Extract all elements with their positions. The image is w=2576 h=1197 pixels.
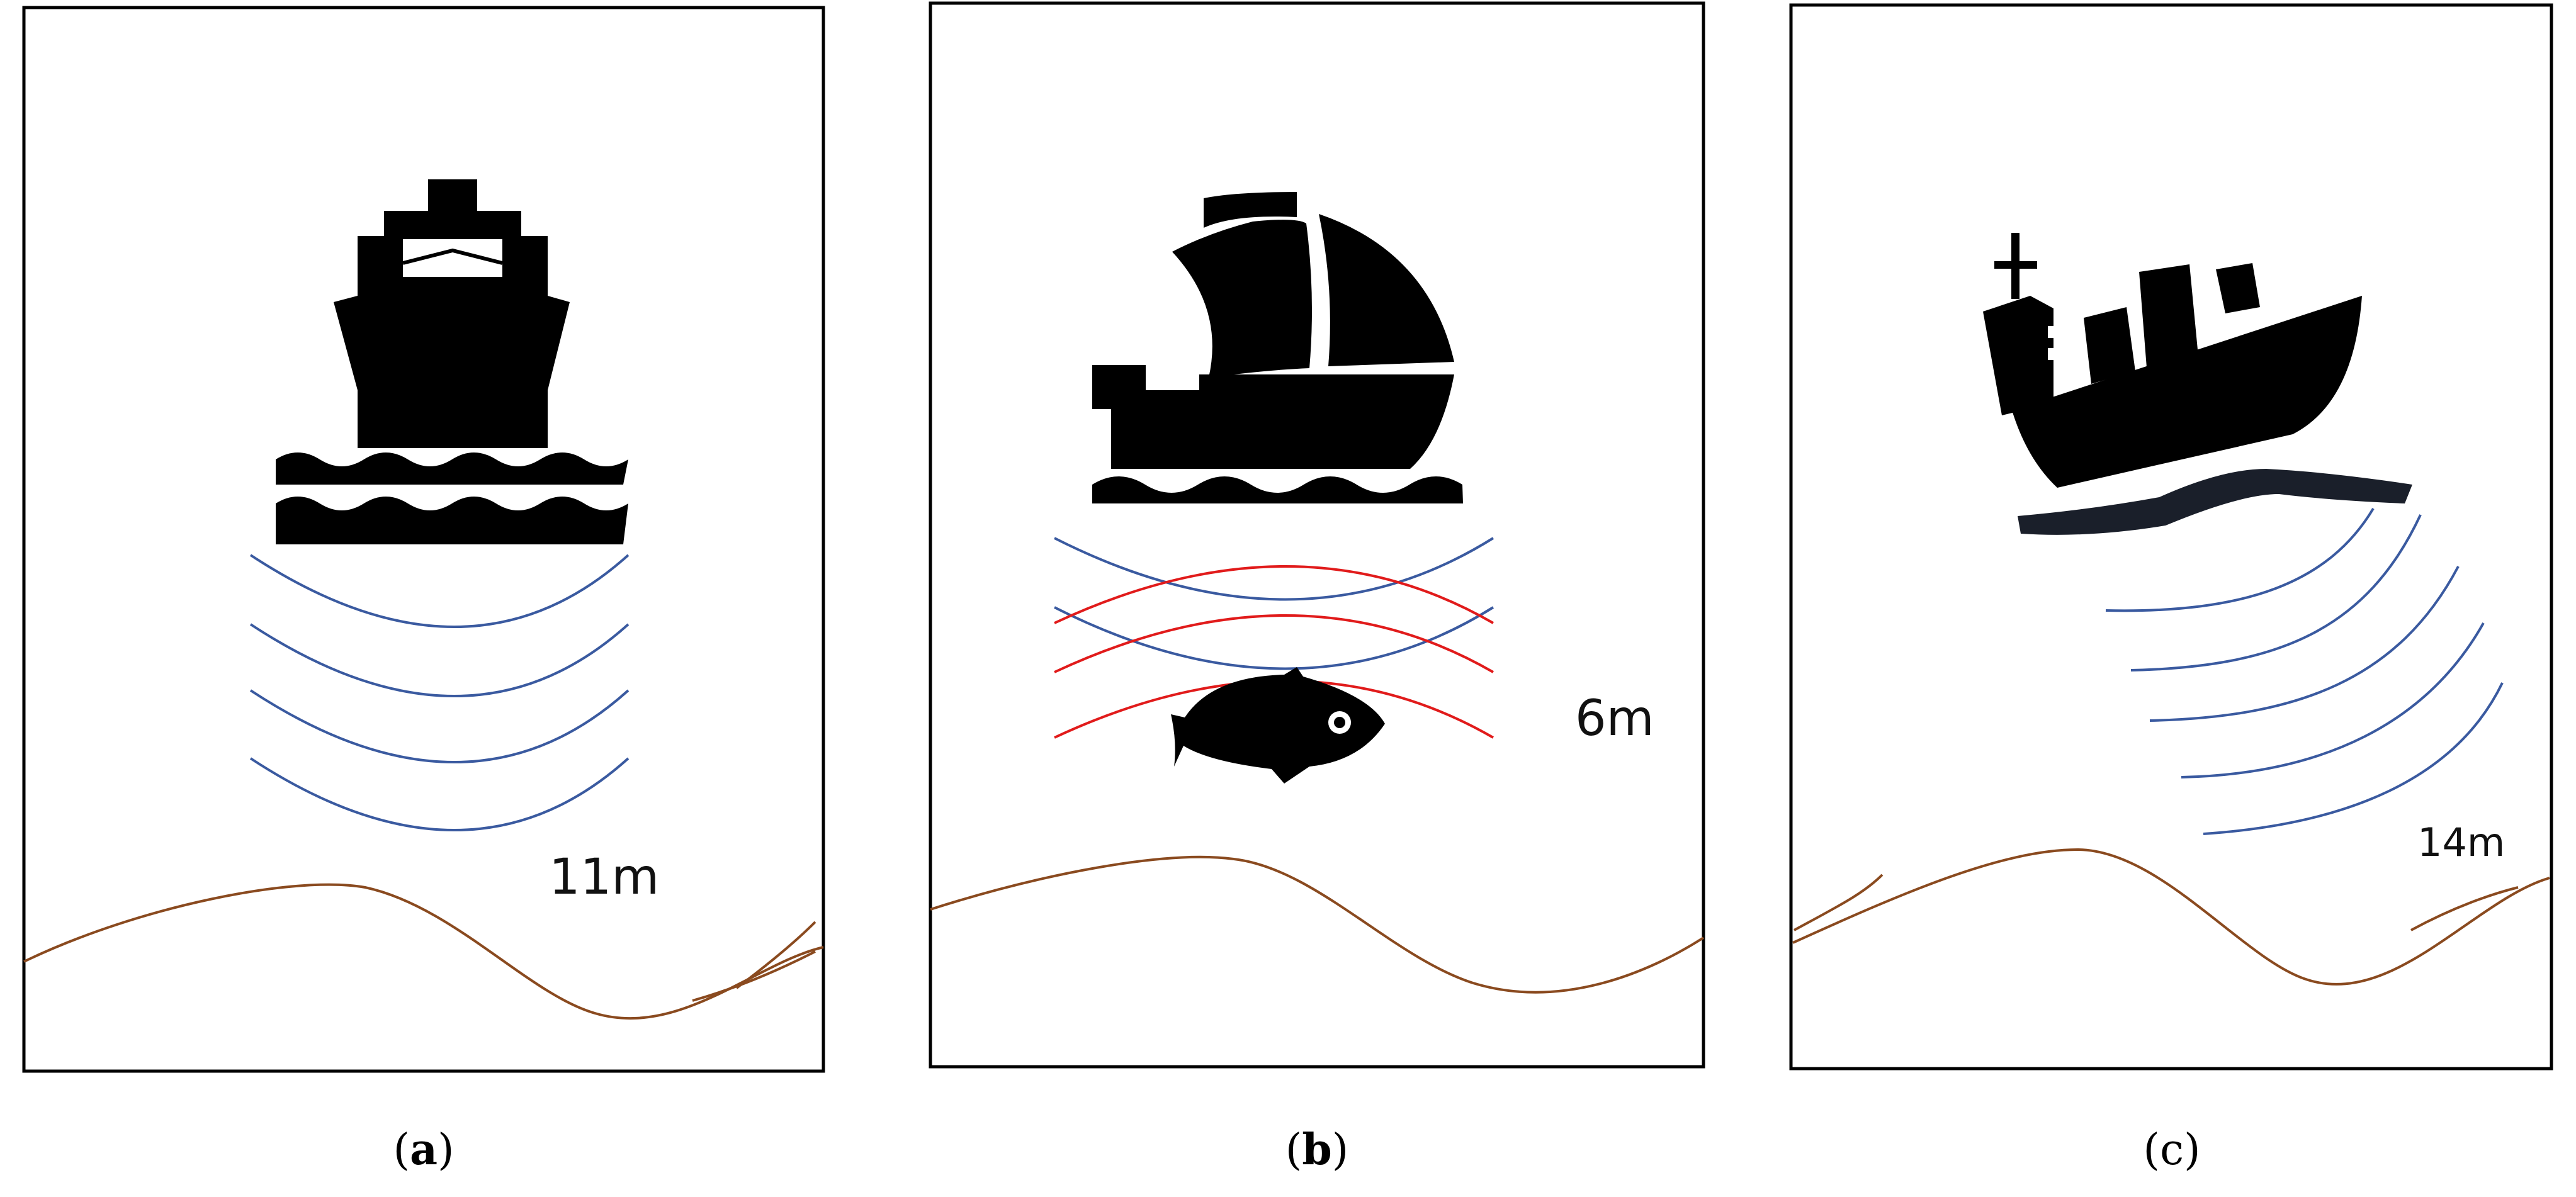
seabed-b <box>930 855 1705 994</box>
caption-b: (b) <box>1285 1125 1349 1175</box>
fish-icon <box>1171 667 1385 784</box>
sonar-wave <box>249 689 630 763</box>
sonar-waves-b <box>1054 537 1494 739</box>
panel-c-frame <box>1789 3 2553 1071</box>
sonar-wave <box>1054 537 1494 601</box>
echo-wave <box>1054 614 1494 673</box>
panel-c: 14m <box>1789 3 2553 1071</box>
depth-label-c: 14m <box>2417 819 2505 865</box>
cruise-ship-icon <box>276 179 628 544</box>
caption-c: (c) <box>2143 1125 2200 1175</box>
sonar-wave <box>2130 514 2422 672</box>
seabed-a <box>23 883 824 1020</box>
sonar-wave <box>1054 606 1494 670</box>
sonar-waves-a <box>249 554 630 831</box>
caption-a: (a) <box>393 1125 454 1175</box>
sonar-wave <box>249 623 630 697</box>
sonar-wave <box>2181 622 2485 778</box>
echo-wave <box>1054 565 1494 624</box>
panel-b-frame <box>929 1 1705 1069</box>
sonar-waves-c <box>2105 507 2504 835</box>
seabed-c <box>1792 848 2550 986</box>
depth-label-b: 6m <box>1575 690 1654 747</box>
wave-wake <box>2018 469 2412 535</box>
sonar-wave <box>2203 682 2504 835</box>
cargo-ship-icon <box>1983 233 2412 535</box>
panel-a: 11m <box>22 6 825 1073</box>
sonar-wave <box>249 757 630 831</box>
panel-b: 6m <box>929 1 1705 1069</box>
sonar-wave <box>2149 566 2460 722</box>
sailing-ship-icon <box>1092 192 1463 503</box>
sonar-wave <box>249 554 630 628</box>
depth-label-a: 11m <box>549 849 659 906</box>
sonar-wave <box>2105 507 2375 612</box>
